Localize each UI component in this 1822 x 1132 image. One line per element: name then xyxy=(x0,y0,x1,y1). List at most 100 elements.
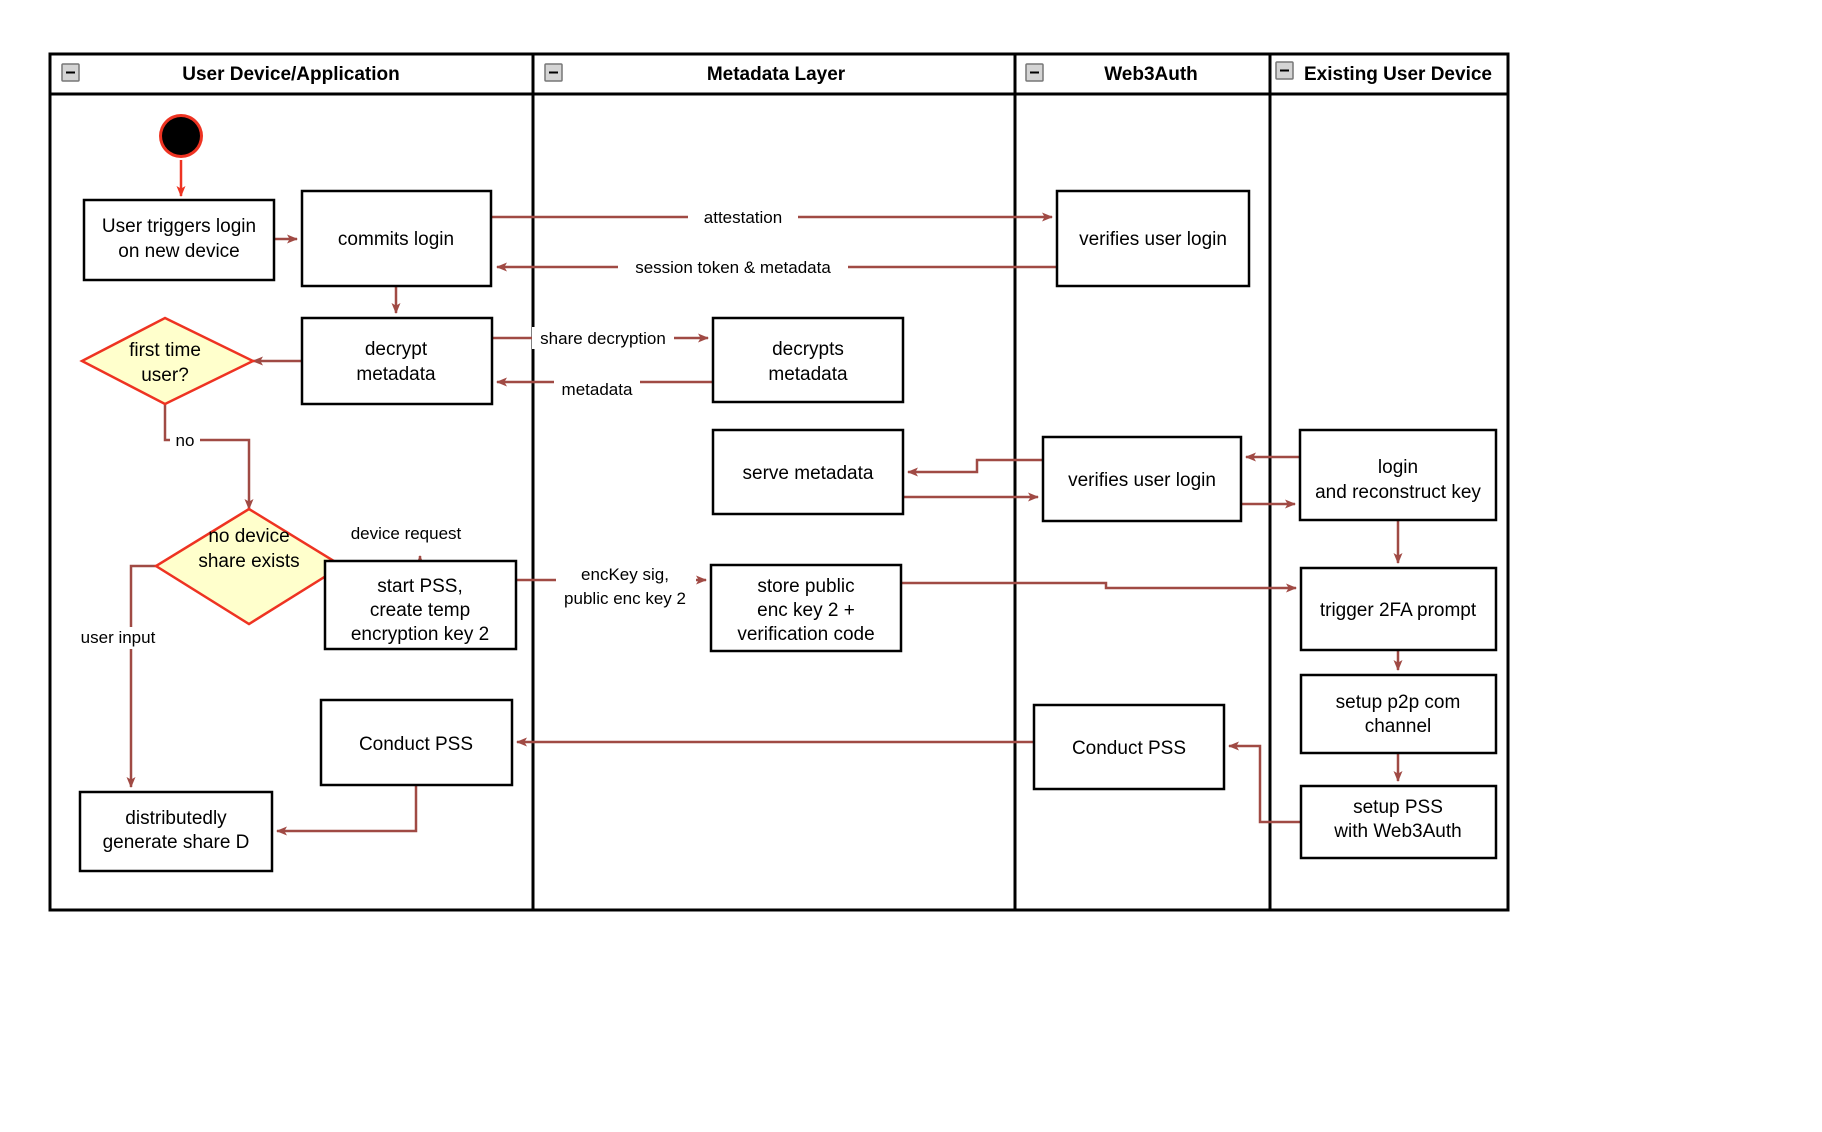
lane-title-user-device: User Device/Application xyxy=(182,64,400,85)
label-backdrop xyxy=(340,522,473,544)
lane-header-user-device[interactable]: User Device/Application xyxy=(61,63,400,85)
node-label-line-2: metadata xyxy=(356,364,436,385)
node-verifies-user-login-2[interactable]: verifies user login xyxy=(1041,435,1243,523)
node-label-line-2: with Web3Auth xyxy=(1333,821,1461,842)
node-box[interactable] xyxy=(1298,428,1498,522)
edge-label-text: device request xyxy=(351,524,462,543)
edge-label-enckey-sig: encKey sig, public enc key 2 xyxy=(556,563,696,609)
node-login-reconstruct-key[interactable]: login and reconstruct key xyxy=(1298,428,1498,522)
edge-label-layer: attestation session token & metadata sha… xyxy=(74,206,848,649)
node-label: Conduct PSS xyxy=(359,734,473,755)
edge-nodevice-to-distributedly xyxy=(126,564,156,788)
node-label: trigger 2FA prompt xyxy=(1320,600,1477,621)
node-no-device-share-exists[interactable]: no device share exists xyxy=(153,507,345,626)
node-label: verifies user login xyxy=(1079,229,1227,250)
node-label-line-1: first time xyxy=(129,340,201,361)
label-backdrop xyxy=(618,256,848,278)
node-box[interactable] xyxy=(1055,189,1251,288)
start-node[interactable] xyxy=(159,114,203,158)
decision-diamond[interactable] xyxy=(153,507,345,626)
node-decrypt-metadata[interactable]: decrypt metadata xyxy=(300,316,494,406)
node-label: Conduct PSS xyxy=(1072,738,1186,759)
edge-label-text: share decryption xyxy=(540,329,666,348)
edge-label-text: session token & metadata xyxy=(635,258,831,277)
edge-label-text: user input xyxy=(81,628,156,647)
node-label-line-1: User triggers login xyxy=(102,216,256,237)
node-label-line-1: decrypts xyxy=(772,339,844,360)
decision-diamond[interactable] xyxy=(79,316,256,406)
node-label-line-2: create temp xyxy=(370,600,470,621)
node-label-line-2: user? xyxy=(141,365,189,386)
start-node-fill xyxy=(162,117,200,155)
node-label-line-1: setup PSS xyxy=(1353,797,1443,818)
node-label-line-3: encryption key 2 xyxy=(351,624,489,645)
node-label-line-3: verification code xyxy=(737,624,874,645)
node-box[interactable] xyxy=(300,316,494,406)
edge-setuppss-to-conductpss-web3auth xyxy=(1228,741,1301,824)
edge-label-text: no xyxy=(176,431,195,450)
edge-label-attestation: attestation xyxy=(688,206,798,228)
node-box[interactable] xyxy=(1032,703,1226,791)
node-setup-pss-with-web3auth[interactable]: setup PSS with Web3Auth xyxy=(1299,784,1498,860)
node-box[interactable] xyxy=(1299,566,1498,652)
edge-store-to-trigger2fa xyxy=(901,581,1297,593)
node-box[interactable] xyxy=(711,316,905,404)
node-trigger-2fa-prompt[interactable]: trigger 2FA prompt xyxy=(1299,566,1498,652)
node-setup-p2p-com-channel[interactable]: setup p2p com channel xyxy=(1299,673,1498,755)
node-box[interactable] xyxy=(300,189,493,288)
node-label-line-2: metadata xyxy=(768,364,848,385)
node-start-pss[interactable]: start PSS, create temp encryption key 2 xyxy=(323,559,518,651)
node-serve-metadata[interactable]: serve metadata xyxy=(711,428,905,516)
node-label-line-1: store public xyxy=(757,576,854,597)
lane-title-web3auth: Web3Auth xyxy=(1104,64,1198,85)
edge-label-text: attestation xyxy=(704,208,782,227)
node-label-line-2: channel xyxy=(1365,716,1432,737)
node-user-triggers-login[interactable]: User triggers login on new device xyxy=(82,198,276,282)
edge-label-no: no xyxy=(170,430,200,451)
edge-label-device-request: device request xyxy=(340,522,473,544)
node-conduct-pss-user[interactable]: Conduct PSS xyxy=(319,698,514,787)
node-label-line-2: and reconstruct key xyxy=(1315,482,1481,503)
label-backdrop xyxy=(556,563,696,609)
node-label-line-2: on new device xyxy=(118,241,239,262)
label-backdrop xyxy=(688,206,798,228)
label-backdrop xyxy=(74,627,162,649)
edge-label-text: metadata xyxy=(562,380,633,399)
node-first-time-user[interactable]: first time user? xyxy=(79,316,256,406)
node-conduct-pss-web3auth[interactable]: Conduct PSS xyxy=(1032,703,1226,791)
edge-label-metadata: metadata xyxy=(554,378,640,400)
lane-header-metadata[interactable]: Metadata Layer xyxy=(544,63,846,85)
node-label-line-1: no device xyxy=(208,526,289,547)
lane-title-existing-device: Existing User Device xyxy=(1304,64,1492,85)
node-label-line-1: start PSS, xyxy=(377,576,463,597)
node-commits-login[interactable]: commits login xyxy=(300,189,493,288)
edge-label-text-line-1: encKey sig, xyxy=(581,565,669,584)
node-label-line-2: enc key 2 + xyxy=(757,600,855,621)
edge-firsttime-to-nodevice xyxy=(163,404,254,510)
node-box[interactable] xyxy=(711,428,905,516)
node-label-line-1: login xyxy=(1378,457,1418,478)
edge-label-user-input: user input xyxy=(74,627,162,649)
node-box[interactable] xyxy=(709,563,903,653)
node-label-line-1: setup p2p com xyxy=(1336,692,1461,713)
node-box[interactable] xyxy=(1041,435,1243,523)
node-distributedly-generate-share-d[interactable]: distributedly generate share D xyxy=(78,790,274,873)
lane-header-existing-device[interactable]: Existing User Device xyxy=(1275,61,1492,85)
node-label-line-1: distributedly xyxy=(125,808,227,829)
node-box[interactable] xyxy=(82,198,276,282)
label-backdrop xyxy=(170,430,200,451)
node-box[interactable] xyxy=(1299,784,1498,860)
lane-title-metadata: Metadata Layer xyxy=(707,64,846,85)
edge-conductpss-user-to-distributedly xyxy=(276,785,418,836)
node-label: verifies user login xyxy=(1068,470,1216,491)
node-box[interactable] xyxy=(78,790,274,873)
node-box[interactable] xyxy=(1299,673,1498,755)
node-label-line-2: generate share D xyxy=(103,832,250,853)
node-decrypts-metadata[interactable]: decrypts metadata xyxy=(711,316,905,404)
node-store-public-enc-key[interactable]: store public enc key 2 + verification co… xyxy=(709,563,903,653)
node-box[interactable] xyxy=(319,698,514,787)
lane-header-web3auth[interactable]: Web3Auth xyxy=(1025,63,1198,85)
node-box[interactable] xyxy=(323,559,518,651)
node-verifies-user-login-1[interactable]: verifies user login xyxy=(1055,189,1251,288)
